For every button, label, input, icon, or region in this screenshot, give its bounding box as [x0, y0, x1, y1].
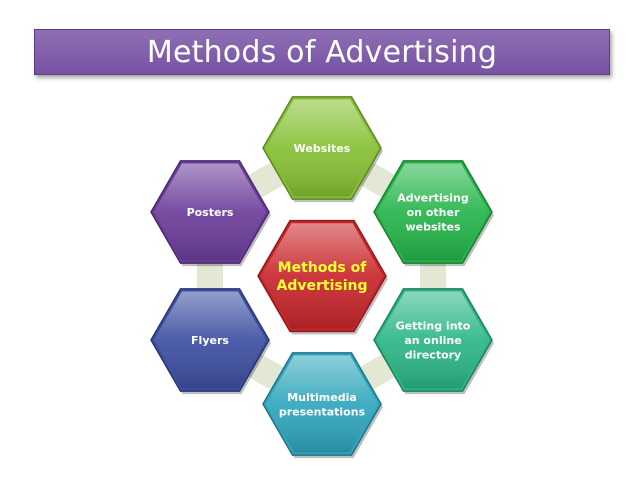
hexagon-label-line: Advertising — [277, 278, 368, 294]
page-title: Methods of Advertising — [146, 34, 498, 70]
hexagon-label-line: Posters — [187, 206, 234, 219]
hexagon-flyers: Flyers — [150, 288, 271, 395]
hexagon-gloss — [266, 355, 378, 453]
hexagon-gloss — [154, 163, 266, 261]
hexagon-label-line: Getting into — [396, 320, 471, 333]
hexagon-label-line: Multimedia — [287, 391, 357, 404]
hexagon-gloss — [154, 291, 266, 389]
hexagon-gloss — [261, 223, 383, 329]
hexagon-websites: Websites — [262, 96, 383, 203]
hexagon-label-line: Flyers — [191, 334, 229, 347]
hexagon-label-line: an online — [404, 334, 461, 347]
hexagon-label-line: presentations — [279, 405, 366, 418]
hexagon-label-line: Advertising — [397, 192, 469, 205]
title-banner: Methods of Advertising — [34, 29, 610, 75]
hexagon-posters: Posters — [150, 160, 271, 267]
hexagon-label-line: on other — [407, 206, 460, 219]
hexagon-label-line: Websites — [294, 142, 351, 155]
hexagon-label-line: websites — [405, 221, 461, 234]
hexagon-center: Methods of Advertising — [257, 219, 388, 335]
hexagon-label-line: directory — [405, 349, 461, 362]
hexagon-gloss — [377, 163, 489, 261]
hexagon-gloss — [266, 99, 378, 197]
hexagon-gloss — [377, 291, 489, 389]
hexagon-label-line: Methods of — [278, 260, 368, 276]
